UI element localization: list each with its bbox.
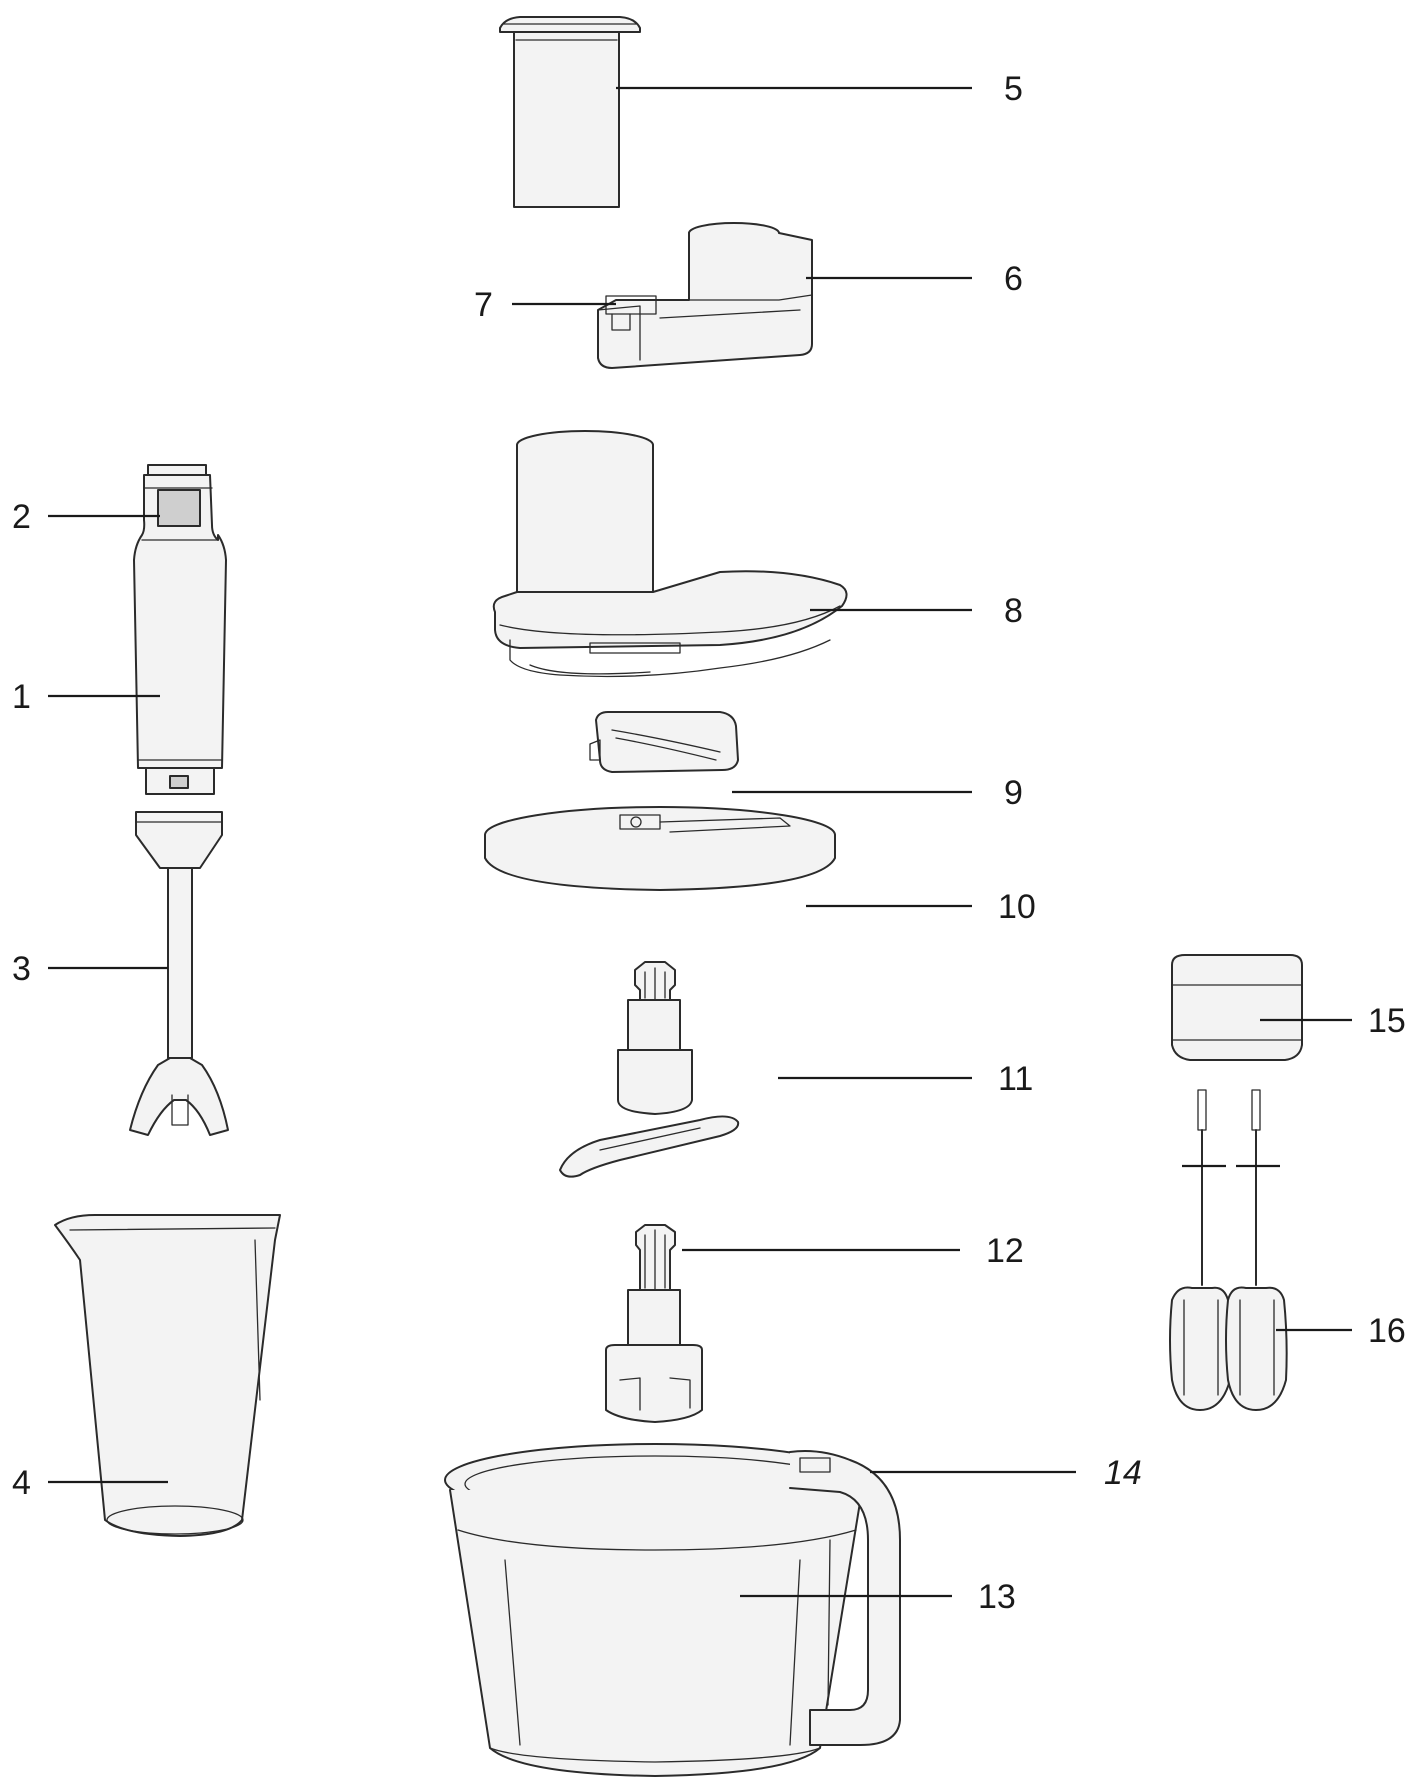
part-blender-shaft bbox=[129, 811, 229, 1136]
part-food-pusher bbox=[499, 16, 641, 208]
callout-5: 5 bbox=[1004, 70, 1023, 108]
callout-2: 2 bbox=[12, 498, 31, 536]
callout-8: 8 bbox=[1004, 592, 1023, 630]
callout-7: 7 bbox=[474, 286, 493, 324]
part-drive-shaft bbox=[605, 1224, 703, 1423]
callout-numbers: 1 2 3 4 5 6 7 8 9 10 11 12 13 14 15 16 bbox=[12, 70, 1406, 1616]
part-motor-unit bbox=[133, 464, 227, 795]
callout-11: 11 bbox=[998, 1060, 1033, 1098]
part-whisks bbox=[1169, 1089, 1288, 1411]
part-slicer-lid bbox=[597, 222, 813, 369]
callout-14: 14 bbox=[1104, 1454, 1142, 1492]
callout-3: 3 bbox=[12, 950, 31, 988]
leader-lines bbox=[48, 86, 1352, 1598]
callout-16: 16 bbox=[1368, 1312, 1406, 1350]
callout-9: 9 bbox=[1004, 774, 1023, 812]
part-slicing-insert bbox=[589, 711, 739, 773]
part-slicing-disc bbox=[484, 806, 836, 891]
callout-4: 4 bbox=[12, 1464, 31, 1502]
callout-15: 15 bbox=[1368, 1002, 1406, 1040]
part-chopper-lid bbox=[492, 430, 848, 678]
callout-13: 13 bbox=[978, 1578, 1016, 1616]
callout-6: 6 bbox=[1004, 260, 1023, 298]
callout-1: 1 bbox=[12, 678, 31, 716]
part-whisk-gearbox bbox=[1171, 954, 1303, 1061]
part-chopper-blade bbox=[559, 961, 740, 1178]
callout-10: 10 bbox=[998, 888, 1036, 926]
part-beaker bbox=[54, 1214, 281, 1537]
part-chopper-bowl bbox=[444, 1443, 901, 1777]
callout-12: 12 bbox=[986, 1232, 1024, 1270]
